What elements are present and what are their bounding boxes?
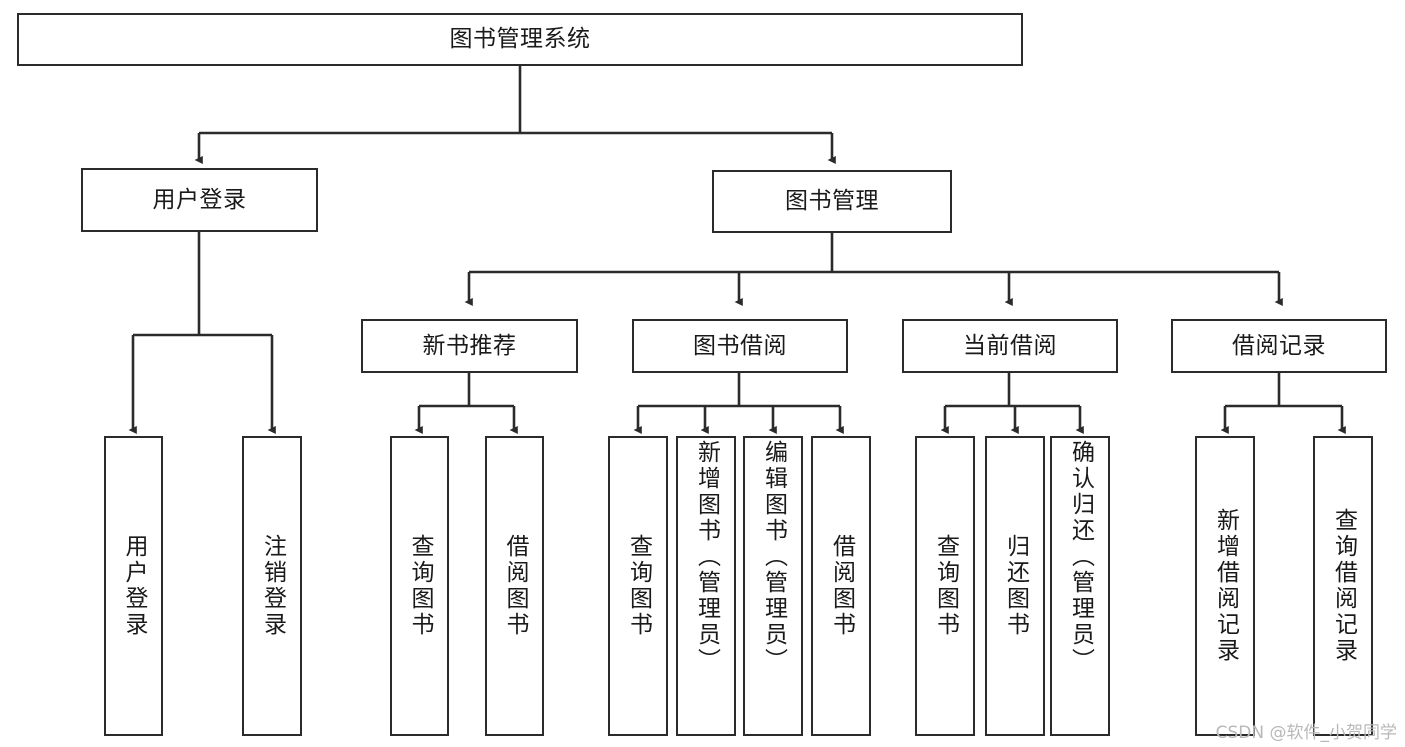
node-label: 新书推荐	[422, 332, 517, 359]
node-label: 用户登录	[121, 534, 147, 638]
leaf-add-book-admin[interactable]: 新增图书（管理员）	[676, 436, 736, 736]
node-label: 查询借阅记录	[1330, 508, 1357, 664]
leaf-query-book-borrow[interactable]: 查询图书	[608, 436, 668, 736]
node-label: 用户登录	[152, 186, 247, 213]
node-label: 新增借阅记录	[1212, 508, 1239, 664]
leaf-query-borrow-record[interactable]: 查询借阅记录	[1313, 436, 1373, 736]
leaf-return-book[interactable]: 归还图书	[985, 436, 1045, 736]
node-label: 图书管理系统	[449, 26, 591, 53]
node-label: 借阅记录	[1232, 332, 1326, 359]
node-label: 查询图书	[932, 534, 959, 638]
node-current-borrow[interactable]: 当前借阅	[902, 319, 1118, 373]
node-label: 确认归还（管理员）	[1067, 440, 1094, 674]
leaf-add-borrow-record[interactable]: 新增借阅记录	[1195, 436, 1255, 736]
leaf-logout[interactable]: 注销登录	[242, 436, 302, 736]
node-new-book-recommend[interactable]: 新书推荐	[361, 319, 578, 373]
node-user-login[interactable]: 用户登录	[81, 168, 318, 232]
node-label: 借阅图书	[828, 534, 855, 638]
node-label: 新增图书（管理员）	[693, 440, 720, 674]
node-label: 注销登录	[259, 534, 286, 638]
node-book-management[interactable]: 图书管理	[712, 170, 952, 233]
leaf-borrow-book-recommend[interactable]: 借阅图书	[485, 436, 544, 736]
leaf-user-login[interactable]: 用户登录	[104, 436, 163, 736]
leaf-borrow-book[interactable]: 借阅图书	[811, 436, 871, 736]
leaf-edit-book-admin[interactable]: 编辑图书（管理员）	[743, 436, 803, 736]
node-label: 编辑图书（管理员）	[760, 440, 787, 674]
leaf-query-book-current[interactable]: 查询图书	[915, 436, 975, 736]
node-label: 查询图书	[407, 534, 433, 638]
node-label: 查询图书	[625, 534, 652, 638]
node-label: 图书管理	[785, 188, 879, 215]
leaf-confirm-return-admin[interactable]: 确认归还（管理员）	[1050, 436, 1110, 736]
node-label: 借阅图书	[502, 534, 528, 638]
node-borrow-record[interactable]: 借阅记录	[1171, 319, 1387, 373]
node-root-system[interactable]: 图书管理系统	[17, 13, 1023, 66]
node-label: 归还图书	[1002, 534, 1029, 638]
csdn-watermark: CSDN @软件_小贺同学	[1215, 723, 1397, 743]
node-book-borrow[interactable]: 图书借阅	[632, 319, 848, 373]
node-label: 当前借阅	[963, 332, 1057, 359]
leaf-query-book-recommend[interactable]: 查询图书	[390, 436, 449, 736]
node-label: 图书借阅	[693, 332, 787, 359]
